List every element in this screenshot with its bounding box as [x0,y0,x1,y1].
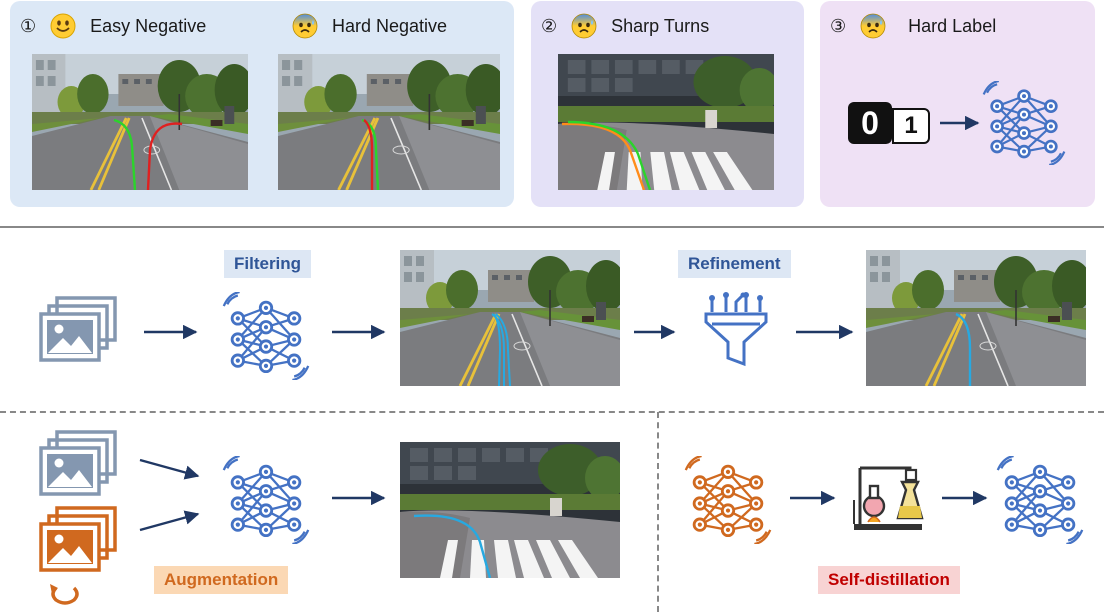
arrow [332,324,386,340]
image-stack-icon [38,430,120,500]
neural-network-icon [222,292,310,380]
hard-negative-label: Hard Negative [332,15,448,36]
divider [0,411,1104,413]
hard-negative-photo [278,54,500,190]
arrow [796,324,854,340]
anxious-face-icon [571,13,597,39]
sharp-turns-label: Sharp Turns [611,15,710,36]
arrow [634,324,676,340]
sharp-turns-photo [558,54,774,190]
augmented-image-stack-icon [38,506,120,576]
hard-negative-header: Hard Negative [292,13,447,39]
image-stack-icon [38,296,120,366]
refinement-label: Refinement [678,250,791,278]
sharp-turns-header: ② Sharp Turns [541,13,709,39]
refined-photo [866,250,1086,386]
filtered-photo [400,250,620,386]
anxious-face-icon [292,13,318,39]
filtering-label: Filtering [224,250,312,278]
binary-zero: 0 [848,102,892,144]
binary-one: 1 [892,108,930,144]
hard-label-header: ③ Hard Label [830,13,996,39]
arrow [144,324,198,340]
hard-label-label: Hard Label [908,15,997,36]
neural-network-icon [982,81,1066,165]
panel-hard-label: ③ Hard Label 0 1 [820,1,1095,207]
teacher-network-icon [684,456,772,544]
panel-negatives: ① Easy Negative Hard Negative [10,1,514,207]
divider [0,226,1104,228]
smiling-face-icon [50,13,76,39]
distillation-apparatus-icon [853,466,924,530]
step-number-2: ② [541,15,558,36]
neural-network-icon [222,456,310,544]
easy-negative-header: ① Easy Negative [20,13,206,39]
easy-negative-photo [32,54,248,190]
panel-sharp-turns: ② Sharp Turns [531,1,804,207]
augmented-photo [400,442,620,578]
arrow [942,490,988,506]
step-number-1: ① [20,15,37,36]
easy-negative-label: Easy Negative [90,15,207,36]
step-number-3: ③ [830,15,847,36]
arrow [790,490,836,506]
funnel-filter-icon [704,292,768,367]
arrow [139,510,200,532]
divider [657,412,659,612]
augmentation-label: Augmentation [154,566,289,594]
arrow [139,458,200,480]
student-network-icon [996,456,1084,544]
arrow [332,490,386,506]
rotate-icon [50,584,79,605]
arrow [940,115,980,131]
self-distillation-label: Self-distillation [818,566,960,594]
anxious-face-icon [860,13,886,39]
